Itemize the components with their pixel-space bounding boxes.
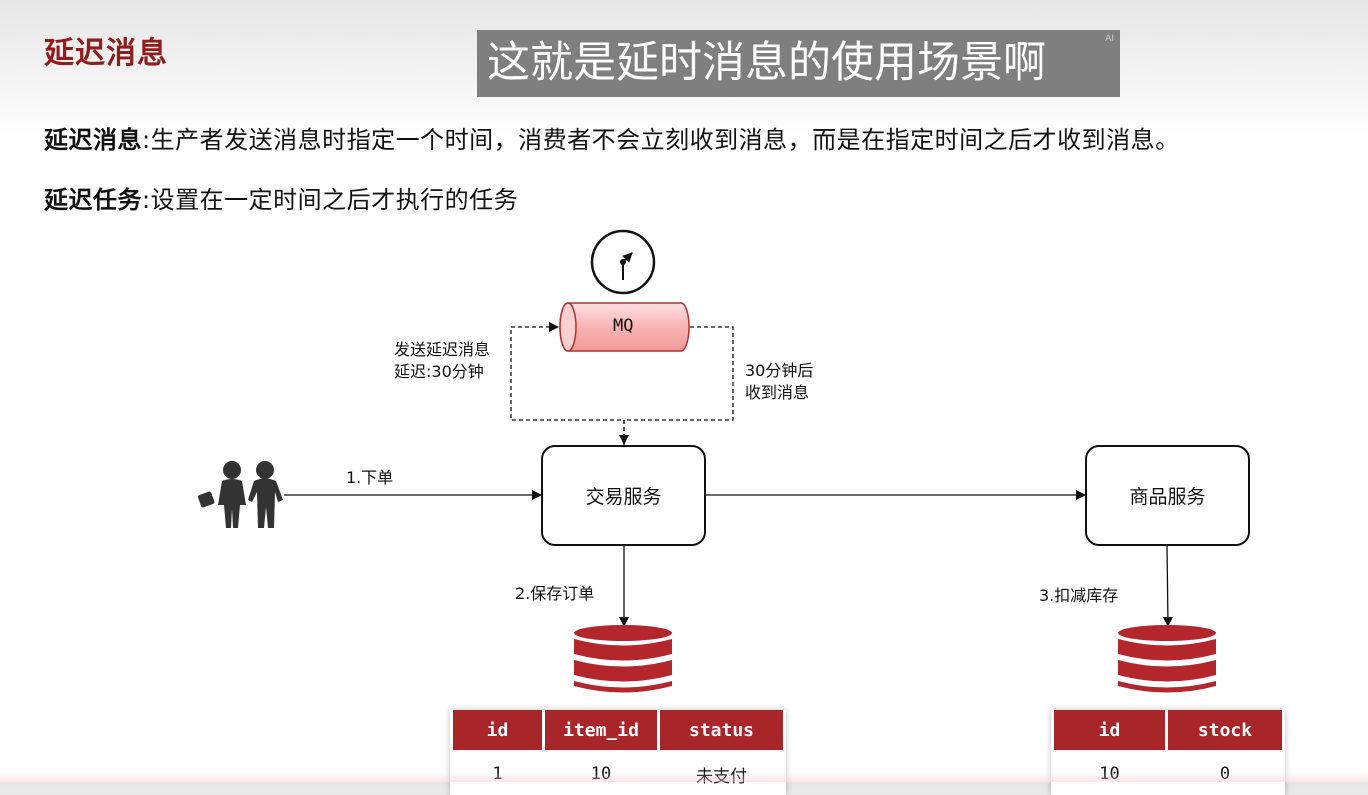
definition-delay-message: 延迟消息:生产者发送消息时指定一个时间，消费者不会立刻收到消息，而是在指定时间之… [44,120,1180,155]
product-service-box[interactable]: 商品服务 [1085,445,1250,546]
definition-term: 延迟消息 [44,126,142,154]
deduct-stock-arrow [1162,545,1173,627]
mq-label: MQ [613,316,634,336]
receive-label-line2: 收到消息 [745,383,810,402]
subtitle-text: 这就是延时消息的使用场景啊 [487,38,1046,88]
page-title: 延迟消息 [44,36,168,71]
trade-service-box[interactable]: 交易服务 [541,445,706,546]
subtitle-overlay: 这就是延时消息的使用场景啊 AI [477,30,1120,97]
column-header: item_id [545,710,657,750]
receive-label: 30分钟后 收到消息 [745,360,813,404]
clock-icon [590,229,656,295]
users-icon [197,461,283,528]
trade-service-label: 交易服务 [585,486,662,508]
database-icon [574,625,672,693]
column-header: status [660,710,783,750]
database-icon [1118,625,1216,693]
mq-queue [559,302,690,352]
definition-term: 延迟任务 [44,186,142,214]
table-header-row: id item_id status [453,710,783,750]
stock-table: id stock 10 0 [1051,710,1285,795]
column-header: id [453,710,542,750]
step1-label: 1.下单 [346,468,394,487]
product-service-label: 商品服务 [1129,486,1206,508]
order-table: id item_id status 1 10 未支付 [450,710,786,795]
definition-separator: : [142,126,151,154]
bottom-haze [0,772,1368,782]
send-delay-label: 发送延迟消息 延迟:30分钟 [394,339,490,383]
column-header: id [1054,710,1165,750]
definition-delay-task: 延迟任务:设置在一定时间之后才执行的任务 [44,180,518,215]
receive-label-line1: 30分钟后 [745,361,814,380]
column-header: stock [1168,710,1282,750]
ai-badge: AI [1105,34,1114,44]
step3-label: 3.扣减库存 [1039,586,1119,605]
definition-separator: : [142,186,151,214]
send-delay-label-line1: 发送延迟消息 [394,340,491,359]
send-delay-label-line2: 延迟:30分钟 [394,362,484,381]
definition-text: 设置在一定时间之后才执行的任务 [150,186,519,214]
table-header-row: id stock [1054,710,1282,750]
step2-label: 2.保存订单 [515,584,595,603]
definition-text: 生产者发送消息时指定一个时间，消费者不会立刻收到消息，而是在指定时间之后才收到消… [150,126,1180,154]
